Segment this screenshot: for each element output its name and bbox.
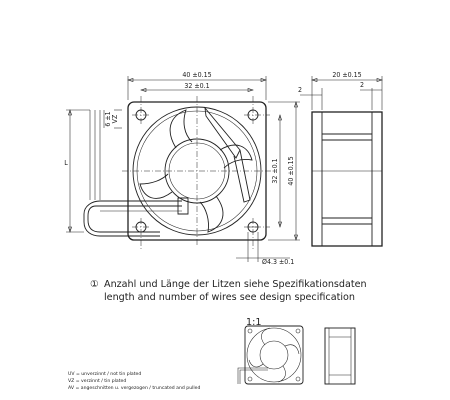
note-english: length and number of wires see design sp…: [104, 292, 355, 303]
dim-outer-width: 40 ±0.15: [182, 71, 211, 79]
side-view: 20 ±0.15 2 2: [298, 71, 383, 247]
dim-wire-strip-label: VZ: [111, 114, 119, 123]
small-housing: [244, 325, 304, 385]
note-marker: ①: [90, 279, 99, 290]
dim-wire-strip: 6 ±1: [104, 111, 112, 126]
fan-strut: [204, 106, 241, 159]
dim-outer-height: 40 ±0.15: [287, 156, 295, 185]
dim-hole-diameter: Ø4.3 ±0.1: [262, 258, 294, 266]
scale-view: 1:1: [237, 317, 356, 385]
dim-hole-spacing-v: 32 ±0.1: [271, 158, 279, 183]
fan-strut: [233, 149, 251, 203]
note-german: Anzahl und Länge der Litzen siehe Spezif…: [104, 279, 367, 290]
wire-legend: UV = unverzinnt / not tin plated VZ = ve…: [68, 371, 200, 391]
fan-blade: [199, 195, 224, 233]
front-view: 40 ±0.15 32 ±0.1 40 ±0.15 32 ±0.1 Ø4.3 ±…: [64, 71, 300, 266]
dim-hole-spacing-h: 32 ±0.1: [184, 82, 209, 90]
lead-wire: [87, 205, 182, 233]
dim-depth: 20 ±0.15: [332, 71, 361, 79]
legend-line: VZ = verzinnt / tin plated: [68, 378, 126, 384]
dim-flange-left: 2: [298, 86, 302, 94]
legend-line: AV = angeschnitten u. vergezogen / trunc…: [68, 385, 200, 391]
wire-tip: [89, 110, 101, 136]
wire-note: ① Anzahl und Länge der Litzen siehe Spez…: [90, 279, 367, 303]
fan-blade: [169, 109, 193, 149]
fan-blade: [139, 173, 173, 199]
fan-blade: [219, 144, 253, 169]
side-housing: [311, 111, 383, 247]
dim-wire-length: L: [64, 159, 68, 167]
scale-label: 1:1: [246, 317, 261, 328]
dim-flange-right: 2: [360, 81, 364, 89]
small-side-housing: [324, 327, 356, 385]
legend-line: UV = unverzinnt / not tin plated: [68, 371, 141, 377]
